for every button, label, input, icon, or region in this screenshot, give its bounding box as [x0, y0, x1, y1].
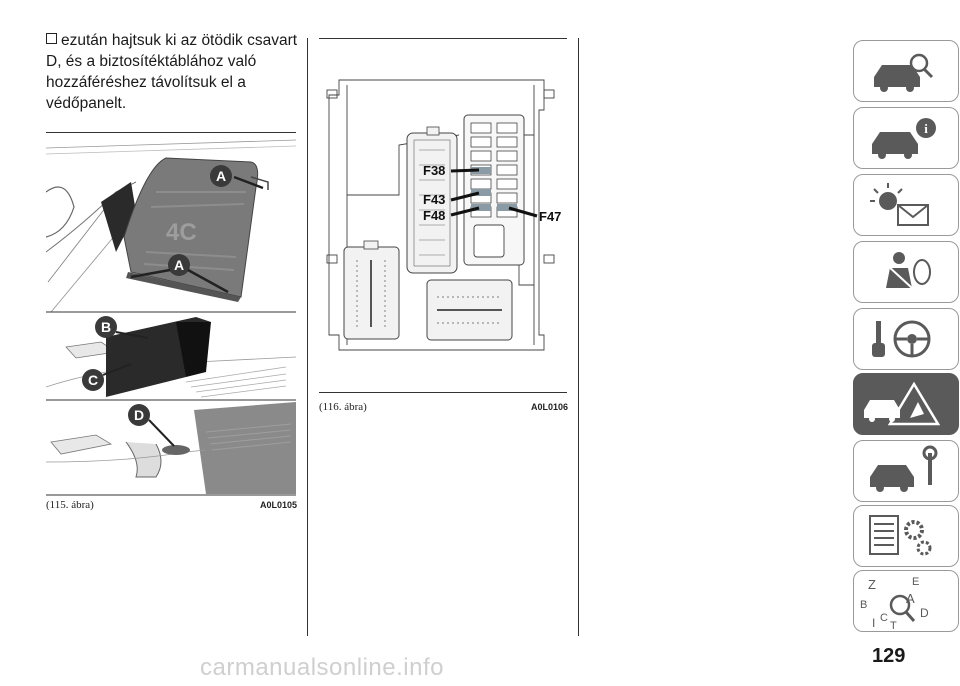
tab-emergency[interactable] — [853, 373, 959, 435]
callout-c: C — [88, 372, 98, 388]
alphabet-index-icon: Z E B A C T D I — [860, 576, 929, 631]
fuse-label-f43: F43 — [423, 192, 445, 207]
car-wrench-icon — [870, 445, 938, 492]
seatbelt-airbag-icon — [886, 252, 931, 289]
figure-116-top-rule — [319, 38, 567, 39]
engine-cover-panel: 4C — [45, 139, 297, 313]
fuse-label-f47: F47 — [539, 209, 561, 224]
tab-warning-lights[interactable] — [853, 174, 959, 236]
callout-a-top: A — [216, 168, 226, 184]
cover-removal-panel — [45, 317, 297, 401]
index-letter-t: T — [890, 620, 897, 631]
emblem-4c: 4C — [166, 219, 197, 246]
figure-116: F38 F43 F48 F47 — [319, 75, 569, 385]
figure-115-code: A0L0105 — [260, 500, 298, 510]
connector-block-bottom — [426, 279, 513, 341]
index-letter-z: Z — [868, 577, 876, 592]
watermark: carmanualsonline.info — [200, 654, 444, 681]
figure-116-caption: (116. ábra) — [319, 401, 367, 413]
fuse-label-f38: F38 — [423, 163, 445, 178]
checkbox-bullet-icon — [46, 33, 57, 44]
car-info-icon: i — [872, 118, 936, 159]
figure-115-caption: (115. ábra) — [46, 499, 94, 511]
car-search-icon — [874, 53, 934, 92]
index-letter-e: E — [912, 576, 919, 588]
figure-115: 4C A A B C — [45, 132, 297, 517]
index-letter-c: C — [880, 612, 888, 624]
tab-safety[interactable] — [853, 241, 959, 303]
fuse-box-diagram: F38 F43 F48 F47 — [326, 79, 561, 351]
warning-light-envelope-icon — [870, 183, 929, 226]
tab-maintenance[interactable] — [853, 440, 959, 502]
fifth-screw-panel — [45, 402, 296, 496]
tab-car-info[interactable]: i — [853, 107, 959, 169]
connector-block-bottom-left — [343, 240, 400, 340]
callout-d: D — [134, 407, 144, 423]
tab-car-search[interactable] — [853, 40, 959, 102]
tab-technical-data[interactable] — [853, 505, 959, 567]
index-letter-i: I — [872, 616, 875, 630]
callout-b: B — [101, 319, 111, 335]
svg-text:i: i — [924, 121, 928, 136]
index-letter-a: A — [906, 591, 915, 606]
intro-text: ezután hajtsuk ki az ötödik csavart D, é… — [46, 32, 298, 112]
column-divider-left — [307, 38, 308, 636]
car-crash-warning-icon — [864, 381, 941, 426]
index-letter-d: D — [920, 606, 929, 620]
intro-paragraph: ezután hajtsuk ki az ötödik csavart D, é… — [46, 30, 301, 114]
index-letter-b: B — [860, 599, 867, 611]
fuse-label-f48: F48 — [423, 208, 445, 223]
tab-starting-driving[interactable] — [853, 308, 959, 370]
figure-116-bottom-rule — [319, 392, 567, 393]
connector-block-left — [406, 126, 458, 274]
column-divider-right — [578, 38, 579, 636]
callout-a-bottom: A — [174, 257, 184, 273]
spec-sheet-gear-icon — [869, 515, 932, 556]
fuse-grid — [463, 114, 525, 266]
tab-alphabetical-index[interactable]: Z E B A C T D I — [853, 570, 959, 632]
figure-116-code: A0L0106 — [531, 402, 569, 412]
figure-115-illustration: 4C A A B C — [45, 132, 297, 496]
page-number: 129 — [872, 645, 906, 667]
key-steering-wheel-icon — [872, 320, 931, 358]
